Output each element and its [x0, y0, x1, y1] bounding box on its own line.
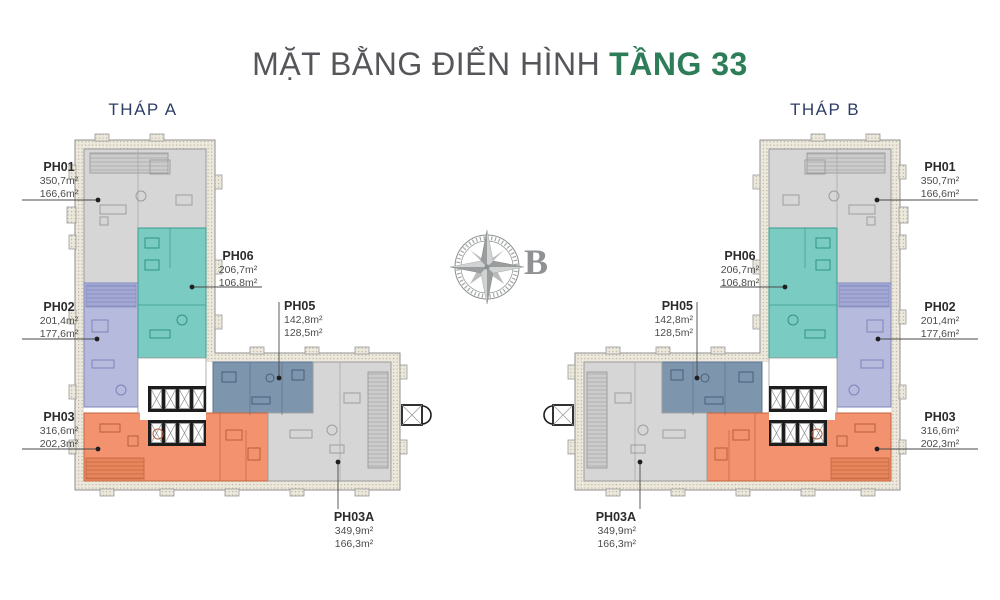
title-main: MẶT BẰNG ĐIỂN HÌNH [252, 46, 601, 82]
tower-a-title: THÁP A [108, 100, 178, 119]
leader-lines [22, 199, 978, 509]
label-b-ph05: PH05 142,8m² 128,5m² [654, 299, 693, 339]
leader-dots [94, 197, 881, 465]
title-floor-highlight: TẦNG 33 [609, 46, 748, 82]
label-a-ph02: PH02 201,4m² 177,6m² [39, 300, 79, 340]
tower-b-plan [544, 134, 908, 496]
compass-north-label: B [524, 242, 549, 282]
label-a-ph05: PH05 142,8m² 128,5m² [284, 299, 323, 339]
label-a-ph03a: PH03A 349,9m² 166,3m² [333, 510, 375, 550]
label-a-ph01: PH01 350,7m² 166,6m² [39, 160, 79, 200]
label-b-ph06: PH06 206,7m² 106,8m² [720, 249, 760, 289]
tower-a-plan [67, 134, 431, 496]
label-b-ph03: PH03 316,6m² 202,3m² [920, 410, 960, 450]
label-a-ph06: PH06 206,7m² 106,8m² [218, 249, 258, 289]
label-b-ph02: PH02 201,4m² 177,6m² [920, 300, 960, 340]
label-b-ph03a: PH03A 349,9m² 166,3m² [595, 510, 636, 550]
compass-icon [449, 229, 525, 305]
label-b-ph01: PH01 350,7m² 166,6m² [920, 160, 960, 200]
label-a-ph03: PH03 316,6m² 202,3m² [39, 410, 79, 450]
tower-b-title: THÁP B [789, 100, 861, 119]
